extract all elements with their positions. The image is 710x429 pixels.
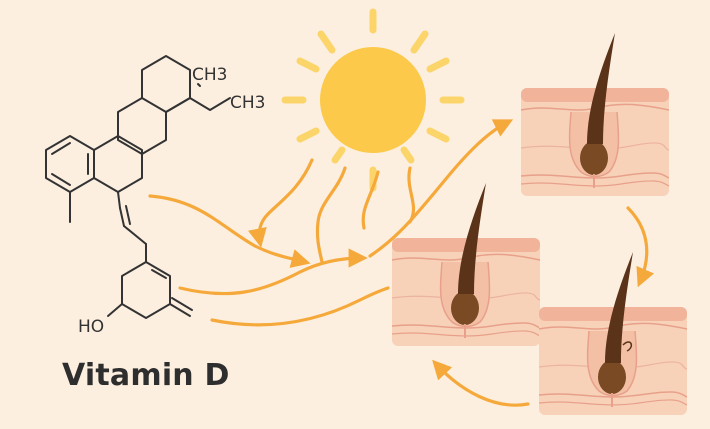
arrow-right-to-left-follicle (432, 359, 530, 407)
hair-follicle-icon (520, 32, 670, 197)
arrow-sun-wave-2 (361, 170, 380, 230)
arrow-ring-to-skin (178, 248, 368, 296)
label-ch3-top: CH3 (192, 65, 227, 85)
arrow-sun-down-left (247, 158, 314, 248)
label-ho: HO (78, 317, 104, 337)
arrow-to-top-follicle (368, 119, 514, 258)
sun-icon (281, 8, 465, 192)
arrow-molecule-to-center (148, 194, 311, 268)
diagram-title: Vitamin D (62, 358, 230, 393)
arrow-top-to-right-follicle (626, 206, 655, 288)
hair-follicle-top (520, 32, 670, 197)
molecule-structure-icon (45, 55, 231, 319)
label-ch3-ethyl: CH3 (230, 93, 265, 113)
arrow-lower-wave (210, 286, 390, 327)
hair-follicle-right (538, 251, 688, 416)
arrow-sun-wave-1 (315, 166, 347, 264)
arrow-sun-wave-3 (407, 166, 416, 224)
hair-follicle-icon (538, 251, 688, 416)
